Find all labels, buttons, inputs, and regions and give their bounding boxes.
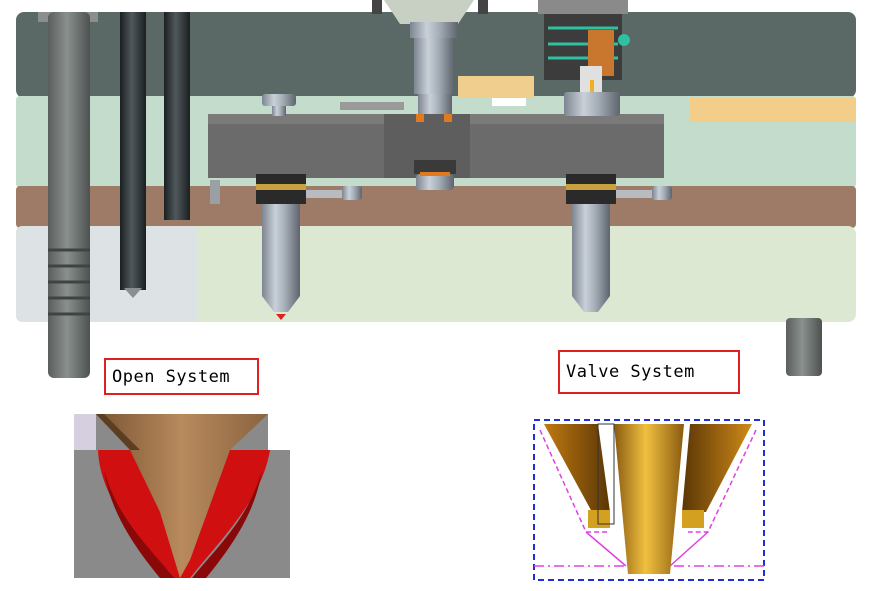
open-cavity-top-left bbox=[74, 414, 96, 450]
guide-pillar bbox=[38, 12, 98, 378]
valve-system-label: Valve System bbox=[558, 350, 740, 394]
cavity-plate bbox=[16, 226, 856, 322]
valve-pin bbox=[614, 424, 684, 574]
nozzle-valve bbox=[566, 174, 672, 312]
valve-seal-left bbox=[588, 510, 610, 528]
ejector-rod-1-tip bbox=[124, 288, 142, 298]
cavity-plate-left-section bbox=[16, 226, 198, 322]
valve-dashed-outline bbox=[533, 419, 765, 581]
valve-sleeve-line bbox=[597, 423, 615, 525]
open-system-label: Open System bbox=[104, 358, 259, 395]
valve-body-left bbox=[544, 424, 610, 512]
tan-insert-left bbox=[458, 76, 534, 98]
valve-body-right bbox=[682, 424, 752, 512]
sprue-bushing bbox=[372, 0, 488, 190]
open-nozzle-tip-edge bbox=[96, 414, 140, 450]
open-cavity-top-right bbox=[268, 414, 290, 450]
nozzle-open bbox=[210, 94, 362, 320]
support-pillar bbox=[786, 318, 822, 376]
open-nozzle-tip bbox=[96, 414, 268, 578]
ejector-rod-1 bbox=[120, 12, 146, 290]
manifold-bracket bbox=[340, 102, 404, 110]
valve-system-detail bbox=[533, 419, 765, 581]
valve-seal-right bbox=[682, 510, 704, 528]
mold-assembly bbox=[16, 0, 856, 378]
tan-insert-right bbox=[690, 98, 856, 122]
valve-cavity-outline-lower bbox=[585, 531, 709, 567]
white-insert bbox=[492, 98, 526, 106]
valve-actuator bbox=[538, 0, 630, 116]
ejector-rod-2 bbox=[164, 12, 190, 220]
open-system-detail bbox=[74, 414, 290, 578]
